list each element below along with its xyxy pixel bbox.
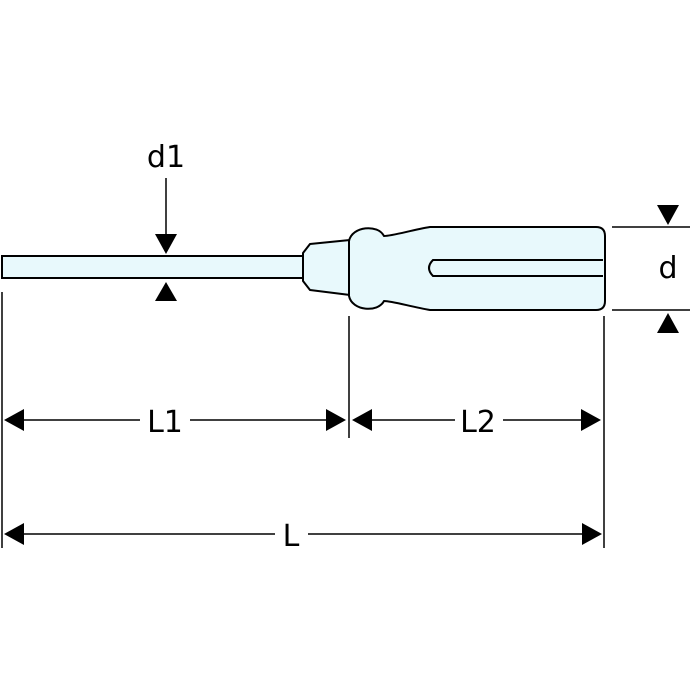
L-arrow-left (4, 523, 24, 545)
L2-arrow-right (581, 409, 601, 431)
L-arrow-right (582, 523, 602, 545)
L1-arrow-left (4, 409, 24, 431)
d1-arrow-down (155, 234, 177, 254)
dimension-L: L (4, 519, 602, 554)
d-arrow-down (657, 205, 679, 225)
extension-lines (1, 226, 690, 548)
L1-label: L1 (147, 405, 183, 440)
d-label: d (658, 251, 677, 286)
L2-arrow-left (352, 409, 372, 431)
L1-arrow-right (326, 409, 346, 431)
d1-label: d1 (147, 140, 185, 175)
screwdriver-shaft (1, 255, 305, 279)
dimension-L2: L2 (352, 405, 601, 440)
screwdriver-ferrule (302, 239, 351, 296)
L-label: L (283, 519, 300, 554)
handle-groove (428, 259, 603, 277)
dimension-L1: L1 (4, 405, 346, 440)
screwdriver (1, 226, 606, 311)
d-arrow-up (657, 313, 679, 333)
dimension-d1: d1 (147, 140, 185, 301)
screwdriver-handle (348, 226, 606, 311)
dimension-d: d (657, 205, 679, 333)
L2-label: L2 (460, 405, 496, 440)
d1-arrow-up (155, 282, 177, 301)
